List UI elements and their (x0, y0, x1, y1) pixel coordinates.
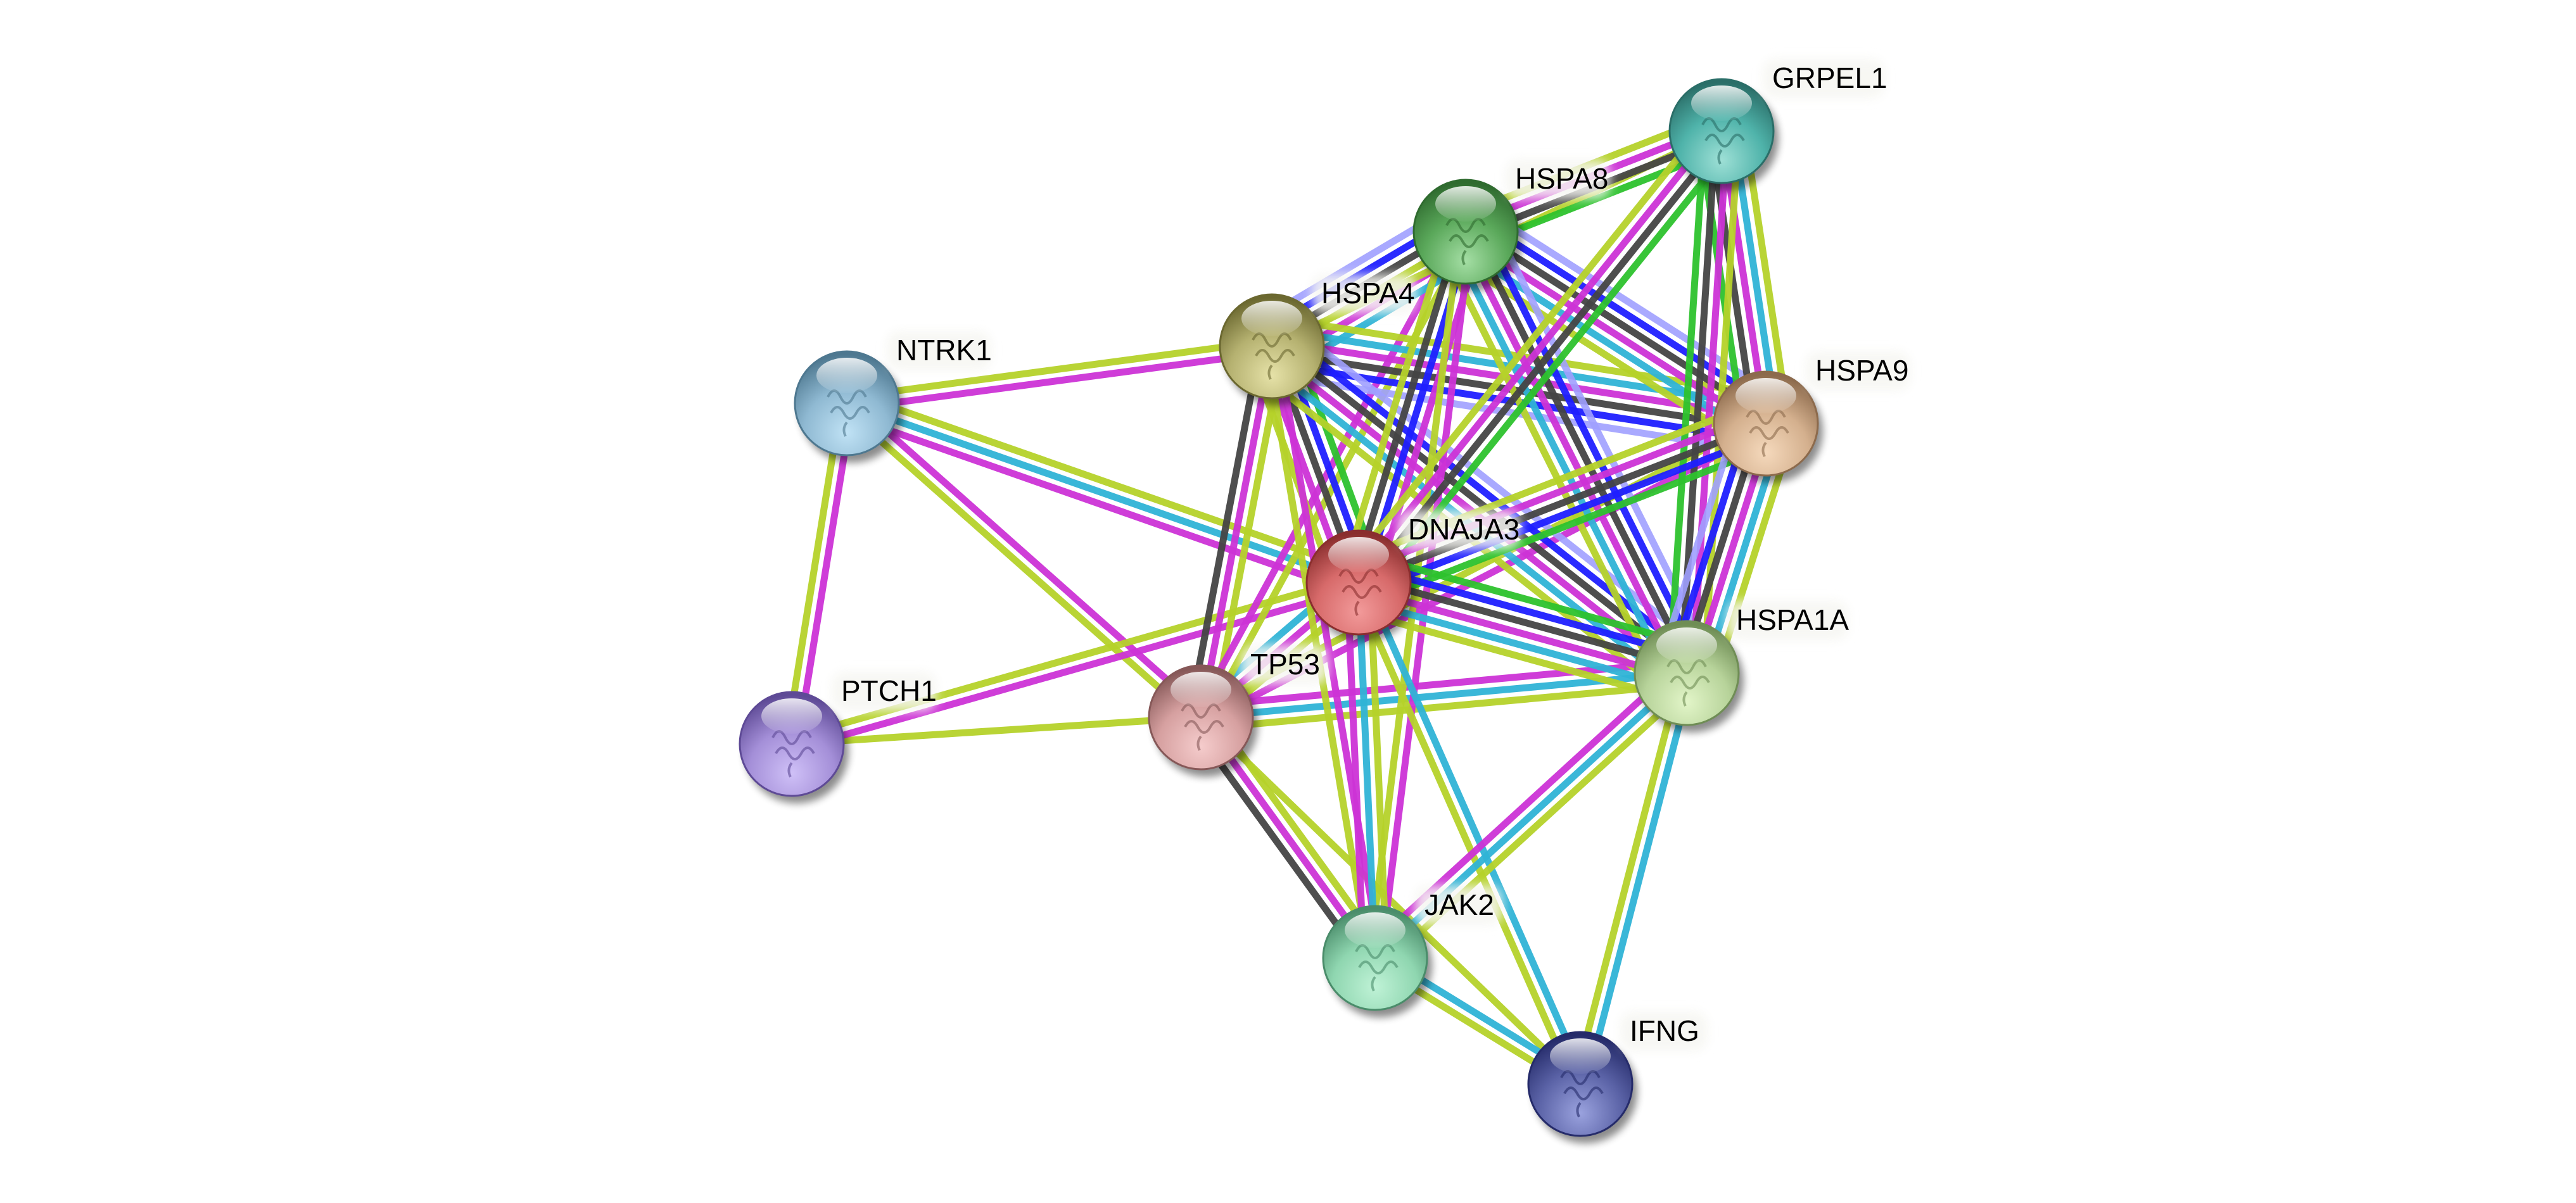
edge-line-experiments (1343, 583, 1367, 959)
edge-line-coexpression (1273, 339, 1692, 672)
edge-line-experiments (1457, 232, 1685, 677)
edge-line-neighborhood (1365, 551, 1696, 649)
node-label-background (1806, 351, 1910, 391)
edge-line-databases (1447, 237, 1675, 683)
edge-line-databases (1361, 579, 1589, 1083)
node-hspa8[interactable]: HSPA8 (1412, 160, 1610, 291)
edge-line-databases (1355, 582, 1379, 959)
edge-ntrk1-dnaja3[interactable] (842, 389, 1364, 597)
node-gloss (761, 698, 822, 734)
edge-dnaja3-jak2[interactable] (1343, 581, 1390, 959)
node-ifng[interactable]: IFNG (1527, 1012, 1708, 1143)
node-label-background (1312, 274, 1416, 313)
node-label-background (1506, 160, 1610, 199)
node-hspa1a[interactable]: HSPA1A (1634, 601, 1849, 733)
node-gloss (1735, 378, 1796, 413)
edge-line-textmining (1202, 681, 1689, 733)
edge-line-experiments (1197, 345, 1276, 719)
edge-line-textmining (1350, 607, 1680, 704)
edge-line-textmining (1437, 242, 1665, 688)
edge-line-experiments (1351, 125, 1720, 581)
edge-line-textmining (1338, 225, 1453, 579)
node-label-ptch1: PTCH1 (841, 674, 937, 707)
node-label-background (1727, 601, 1848, 640)
node-ntrk1[interactable]: NTRK1 (794, 331, 992, 463)
edge-line-coexpression (1350, 229, 1464, 582)
edge-ntrk1-tp53[interactable] (841, 396, 1207, 724)
node-hspa4[interactable]: HSPA4 (1219, 274, 1416, 406)
edge-line-neighborhood (1666, 129, 1708, 672)
node-label-tp53: TP53 (1250, 648, 1320, 681)
node-label-background (887, 331, 991, 370)
node-dnaja3[interactable]: DNAJA3 (1305, 510, 1520, 642)
edge-line-cooccurrence (1478, 222, 1706, 667)
node-label-background (1620, 1012, 1708, 1051)
node-label-hspa9: HSPA9 (1815, 354, 1908, 387)
node-gloss (1328, 537, 1389, 572)
node-gloss (1171, 672, 1231, 707)
node-jak2[interactable]: JAK2 (1322, 886, 1502, 1017)
node-gloss (1656, 627, 1717, 663)
node-tp53[interactable]: TP53 (1148, 645, 1328, 777)
node-gloss (1435, 186, 1496, 222)
edge-hspa1a-ifng[interactable] (1571, 671, 1696, 1086)
edge-line-homology (1287, 321, 1707, 653)
edge-line-coexpression (1468, 227, 1695, 672)
edge-line-textmining (846, 337, 1272, 401)
node-gloss (1241, 301, 1302, 336)
edge-dnaja3-ifng[interactable] (1350, 579, 1589, 1088)
edge-line-experiments (848, 396, 1207, 716)
node-label-hspa8: HSPA8 (1515, 162, 1608, 195)
node-label-background (1399, 510, 1520, 550)
edge-line-textmining (782, 401, 845, 744)
node-label-background (832, 672, 936, 711)
edge-line-databases (846, 400, 1360, 586)
node-label-background (1241, 645, 1328, 684)
edge-line-textmining (1350, 583, 1578, 1088)
edge-ptch1-tp53[interactable] (791, 714, 1202, 748)
edge-line-cooccurrence (1362, 562, 1692, 660)
edge-line-cooccurrence (1361, 431, 1772, 596)
edge-line-textmining (1203, 232, 1474, 722)
node-gloss (816, 358, 877, 393)
node-gloss (1550, 1038, 1611, 1074)
node-gloss (1345, 912, 1405, 948)
edge-line-textmining (1366, 581, 1390, 958)
edge-line-cooccurrence (1280, 330, 1700, 663)
node-label-background (1763, 59, 1884, 98)
edge-line-experiments (842, 410, 1356, 597)
node-gloss (1691, 85, 1752, 121)
edge-line-textmining (1571, 671, 1685, 1084)
edge-line-textmining (791, 714, 1202, 748)
node-ptch1[interactable]: PTCH1 (739, 672, 937, 803)
edges-layer (782, 111, 1797, 1092)
edge-line-coexpression (1357, 420, 1767, 586)
node-label-hspa4: HSPA4 (1321, 277, 1414, 310)
node-label-ifng: IFNG (1630, 1014, 1699, 1047)
edge-line-textmining (789, 574, 1359, 742)
node-hspa9[interactable]: HSPA9 (1713, 351, 1910, 483)
node-label-background (1415, 886, 1502, 925)
node-label-hspa1a: HSPA1A (1736, 603, 1849, 636)
node-label-ntrk1: NTRK1 (896, 334, 992, 367)
nodes-layer: GRPEL1 HSPA8 HSPA4 HSPA9 NTRK1 DNAJA3 HS… (739, 59, 1910, 1143)
node-label-grpel1: GRPEL1 (1772, 61, 1888, 94)
node-label-jak2: JAK2 (1424, 888, 1494, 921)
node-label-dnaja3: DNAJA3 (1408, 513, 1520, 546)
edge-line-experiments (847, 348, 1273, 413)
edge-line-textmining (849, 389, 1364, 576)
edge-line-textmining (1342, 118, 1711, 574)
edge-line-coexpression (1186, 343, 1264, 716)
edge-line-databases (1582, 673, 1696, 1086)
edge-ntrk1-hspa4[interactable] (846, 337, 1273, 413)
edge-line-textmining (841, 405, 1200, 724)
edge-line-experiments (1274, 344, 1385, 958)
node-grpel1[interactable]: GRPEL1 (1668, 59, 1888, 191)
